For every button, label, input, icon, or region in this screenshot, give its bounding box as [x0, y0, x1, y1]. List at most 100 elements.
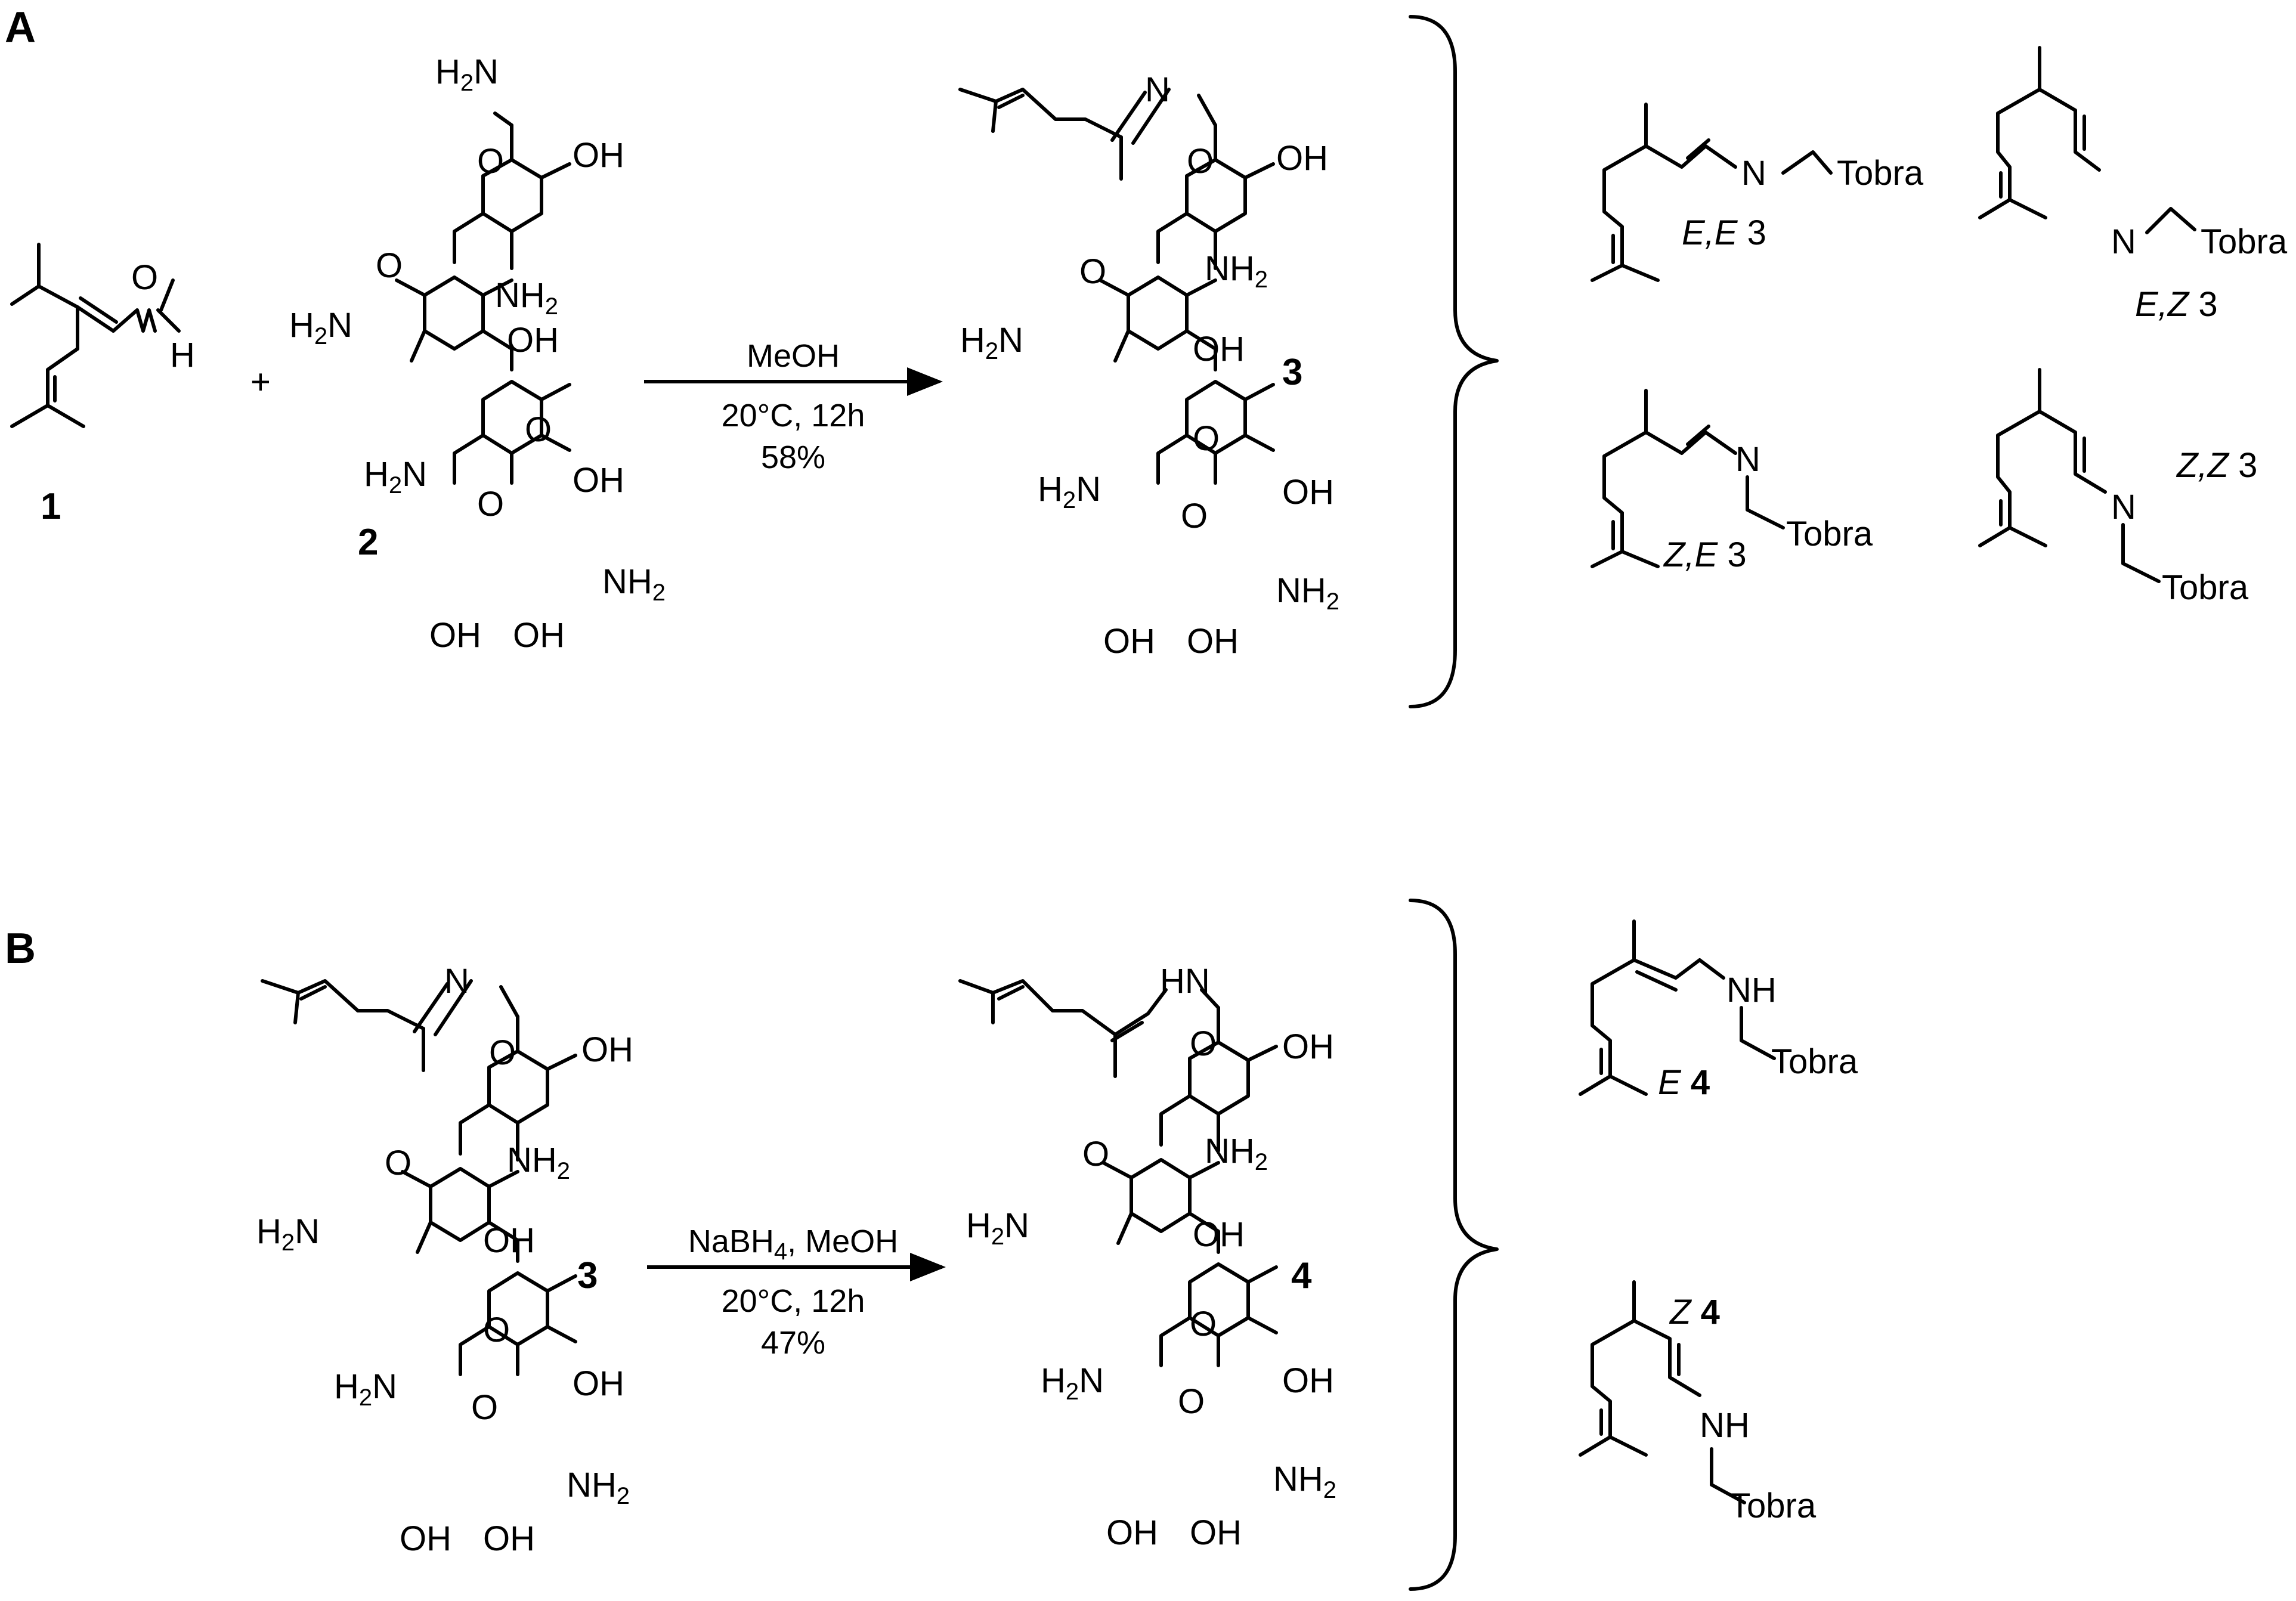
- compound-1-structure: O H: [10, 243, 195, 428]
- isomer-ee-3-structure: [1591, 103, 1833, 282]
- svg-text:O: O: [483, 1311, 510, 1349]
- isomer-z4-nh: NH: [1700, 1406, 1750, 1445]
- svg-text:OH: OH: [1282, 1027, 1334, 1066]
- isomer-ee-label: E,E 3: [1682, 213, 1766, 252]
- svg-text:OH: OH: [1187, 622, 1239, 661]
- svg-text:O: O: [1178, 1382, 1205, 1421]
- isomer-ze-tobra: Tobra: [1786, 515, 1873, 553]
- compound-3-labels-b: N O OH O NH2 H2N OH H2N O OH O NH2 OH OH: [256, 962, 633, 1558]
- isomer-ez-label: E,Z 3: [2135, 285, 2218, 324]
- compound-label-1: 1: [41, 486, 61, 527]
- svg-text:OH: OH: [1282, 1361, 1334, 1400]
- svg-text:OH: OH: [573, 1364, 624, 1403]
- svg-text:O: O: [1181, 497, 1208, 535]
- svg-text:OH: OH: [581, 1030, 633, 1069]
- svg-text:O: O: [376, 246, 403, 285]
- isomer-ze-label: Z,E 3: [1663, 535, 1747, 574]
- compound-label-3-a: 3: [1282, 352, 1302, 393]
- compound-3-labels-a: N O OH O NH2 H2N OH H2N O OH O NH2 OH OH: [960, 70, 1339, 661]
- isomer-zz-label: Z,Z 3: [2176, 446, 2257, 485]
- compound-label-3-b: 3: [577, 1255, 598, 1296]
- isomer-ze-n: N: [1735, 440, 1760, 479]
- reagent-a: MeOH: [747, 338, 840, 374]
- svg-text:NH2: NH2: [567, 1466, 630, 1509]
- isomer-e4-label: E 4: [1658, 1063, 1710, 1102]
- svg-text:OH: OH: [483, 1519, 535, 1558]
- isomer-ee-n: N: [1741, 154, 1766, 193]
- compound-label-2: 2: [358, 522, 378, 563]
- svg-text:H2N: H2N: [435, 52, 499, 96]
- svg-text:OH: OH: [1193, 330, 1245, 368]
- svg-text:OH: OH: [1193, 1215, 1245, 1254]
- isomer-e4-tobra: Tobra: [1771, 1042, 1858, 1081]
- svg-text:OH: OH: [573, 136, 624, 175]
- conditions-b: 20°C, 12h: [722, 1283, 865, 1319]
- isomer-zz-n: N: [2111, 488, 2136, 527]
- svg-text:O: O: [385, 1144, 411, 1182]
- svg-text:OH: OH: [513, 616, 565, 655]
- yield-a: 58%: [761, 439, 825, 475]
- aldehyde-hydrogen: H: [170, 336, 195, 374]
- svg-text:NH2: NH2: [1276, 571, 1339, 615]
- compound-4-structure: [958, 979, 1276, 1365]
- svg-text:OH: OH: [1190, 1513, 1242, 1552]
- svg-text:O: O: [489, 1033, 516, 1072]
- compound-label-4: 4: [1291, 1255, 1312, 1296]
- svg-text:H2N: H2N: [960, 321, 1023, 364]
- svg-text:OH: OH: [1282, 473, 1334, 512]
- svg-text:N: N: [1145, 70, 1170, 109]
- svg-text:OH: OH: [1103, 622, 1155, 661]
- isomer-zz-tobra: Tobra: [2162, 568, 2249, 607]
- yield-b: 47%: [761, 1325, 825, 1361]
- svg-text:O: O: [1190, 1024, 1217, 1063]
- svg-text:NH2: NH2: [507, 1141, 570, 1184]
- plus-sign: +: [250, 363, 271, 401]
- svg-text:N: N: [444, 962, 469, 1001]
- svg-text:H2N: H2N: [966, 1206, 1029, 1250]
- svg-text:OH: OH: [429, 616, 481, 655]
- svg-text:NH2: NH2: [602, 562, 666, 606]
- svg-text:O: O: [1187, 142, 1214, 181]
- svg-text:NH2: NH2: [495, 276, 558, 320]
- isomer-z4-label: Z 4: [1669, 1293, 1720, 1331]
- brace-a: [1409, 15, 1499, 708]
- svg-text:OH: OH: [507, 321, 559, 360]
- svg-text:H2N: H2N: [1041, 1361, 1104, 1405]
- svg-text:OH: OH: [1106, 1513, 1158, 1552]
- aldehyde-oxygen: O: [131, 258, 158, 297]
- svg-text:H2N: H2N: [364, 455, 427, 498]
- isomer-e4-nh: NH: [1726, 971, 1777, 1009]
- svg-text:H2N: H2N: [256, 1212, 320, 1256]
- svg-text:NH2: NH2: [1205, 249, 1268, 293]
- isomer-e4-structure: [1579, 919, 1776, 1096]
- svg-text:H2N: H2N: [1038, 470, 1101, 513]
- svg-text:H2N: H2N: [289, 306, 352, 349]
- svg-text:O: O: [477, 142, 504, 181]
- svg-text:OH: OH: [400, 1519, 451, 1558]
- svg-text:OH: OH: [573, 461, 624, 500]
- isomer-ez-tobra: Tobra: [2201, 222, 2288, 261]
- svg-text:O: O: [1190, 1305, 1217, 1343]
- svg-text:O: O: [471, 1388, 498, 1427]
- svg-text:OH: OH: [483, 1221, 535, 1260]
- panel-label-a: A: [5, 4, 36, 51]
- conditions-a: 20°C, 12h: [722, 398, 865, 433]
- svg-text:NH2: NH2: [1273, 1460, 1336, 1503]
- svg-text:H2N: H2N: [334, 1367, 397, 1411]
- reagent-b: NaBH4, MeOH: [688, 1224, 898, 1265]
- compound-3-structure-a: [958, 88, 1273, 483]
- isomer-ez-n: N: [2111, 222, 2136, 261]
- svg-text:O: O: [1082, 1135, 1109, 1173]
- isomer-z4-structure: [1579, 1280, 1746, 1504]
- svg-text:O: O: [1193, 419, 1220, 458]
- compound-4-labels: HN O OH O NH2 H2N OH H2N O OH O NH2 OH O…: [966, 962, 1336, 1552]
- svg-text:HN: HN: [1160, 962, 1210, 1001]
- compound-3-structure-b: [261, 979, 575, 1374]
- compound-2-structure: [397, 112, 570, 483]
- svg-text:O: O: [525, 410, 552, 449]
- isomer-ze-3-structure: [1591, 389, 1785, 568]
- panel-label-b: B: [5, 925, 36, 973]
- isomer-ez-3-structure: [1978, 46, 2196, 234]
- svg-text:O: O: [477, 485, 504, 524]
